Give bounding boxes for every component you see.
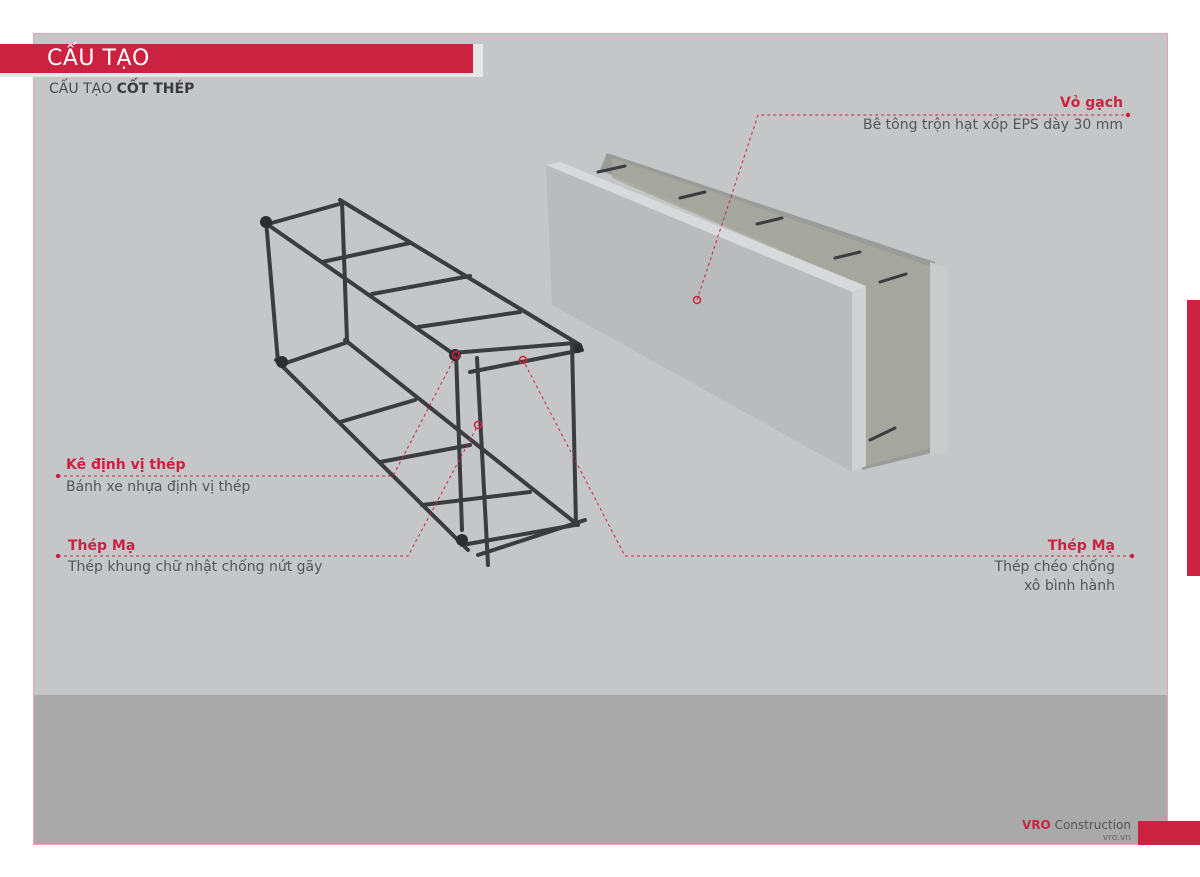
label-mesh-right-desc-line1: Thép chéo chống xyxy=(994,559,1115,575)
dot-spacer xyxy=(55,473,61,479)
marker-mesh-left xyxy=(473,420,483,430)
brand-name: VRO Construction xyxy=(1022,818,1131,832)
dot-mesh-left xyxy=(55,553,61,559)
diagram-panel xyxy=(34,34,1167,695)
label-mesh-right-title: Thép Mạ xyxy=(1047,538,1115,554)
spacer-wheel xyxy=(573,343,583,353)
rebar-stub xyxy=(833,250,862,260)
spacer-wheel xyxy=(276,356,288,368)
label-spacer-desc: Bánh xe nhựa định vị thép xyxy=(66,479,251,495)
brick-shell xyxy=(546,153,948,472)
leader-mesh-right xyxy=(522,359,1132,557)
spacer-wheel xyxy=(456,534,468,546)
rebar-stub xyxy=(678,190,707,200)
title-bar xyxy=(0,44,473,73)
site-url: vro.vn xyxy=(1102,833,1131,843)
page-title: CẤU TẠO xyxy=(47,46,150,71)
marker-spacer xyxy=(451,350,461,360)
marker-shell xyxy=(692,295,702,305)
front-slab-face xyxy=(546,165,852,472)
label-mesh-left-title: Thép Mạ xyxy=(68,538,136,554)
spacer-wheel xyxy=(260,216,272,228)
subtitle-prefix: CẤU TẠO xyxy=(49,81,117,97)
rebar-stub xyxy=(755,216,784,226)
back-slab-side xyxy=(930,262,948,455)
marker-mesh-right xyxy=(518,355,528,365)
label-mesh-right-desc: Thép chéo chống xô bình hành xyxy=(995,558,1115,596)
leader-mesh-left xyxy=(58,424,479,557)
steel-cage xyxy=(262,198,587,567)
rebar-stub xyxy=(868,426,897,442)
page-subtitle: CẤU TẠO CỐT THÉP xyxy=(49,81,194,97)
label-shell-desc: Bê tông trộn hạt xốp EPS dày 30 mm xyxy=(862,117,1123,133)
dot-shell xyxy=(1125,112,1131,118)
brand-bold: VRO xyxy=(1022,818,1051,832)
dot-mesh-right xyxy=(1129,553,1135,559)
front-slab-edge xyxy=(852,286,866,472)
spacer-wheels xyxy=(260,216,583,546)
side-tab xyxy=(1187,300,1200,576)
label-shell-title: Vỏ gạch xyxy=(1059,95,1123,111)
label-spacer-title: Kê định vị thép xyxy=(66,457,186,473)
front-slab-top xyxy=(546,162,866,292)
brand-rest: Construction xyxy=(1050,818,1131,832)
leader-shell xyxy=(696,114,1128,301)
footer-tab xyxy=(1138,821,1200,845)
rebar-stub xyxy=(878,272,908,284)
label-mesh-left-desc: Thép khung chữ nhật chống nứt gãy xyxy=(68,559,323,575)
subtitle-bold: CỐT THÉP xyxy=(116,81,195,97)
rebar-stub xyxy=(596,164,627,174)
label-mesh-right-desc-line2: xô bình hành xyxy=(1023,578,1115,594)
